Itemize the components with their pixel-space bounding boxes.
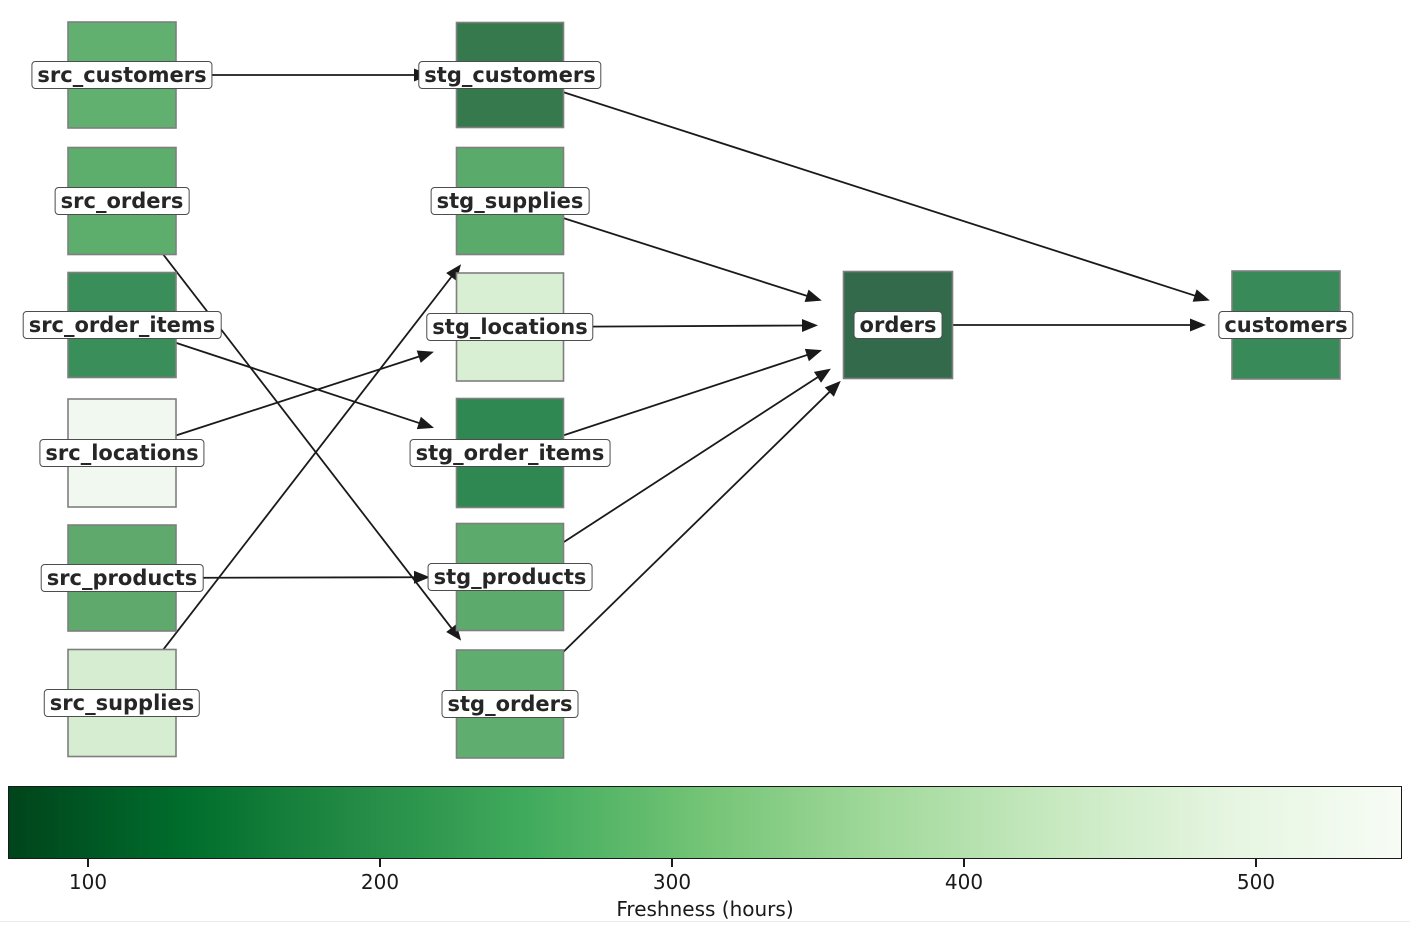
colorbar-ticklabel-200: 200 — [360, 870, 400, 894]
node-src_supplies — [67, 648, 177, 758]
node-src_locations — [67, 398, 177, 508]
node-src_products — [67, 524, 177, 632]
colorbar-axis-label: Freshness (hours) — [616, 897, 794, 921]
arrowhead-src_customers-to-stg_customers — [414, 68, 430, 82]
figure-bottom-edge — [0, 921, 1410, 922]
arrowhead-src_order_items-to-stg_order_items — [416, 416, 435, 430]
node-stg_order_items — [455, 397, 565, 509]
colorbar-ticklabel-500: 500 — [1236, 870, 1276, 894]
colorbar-tickmark-400 — [963, 859, 965, 867]
node-src_orders — [67, 146, 177, 256]
edge-src_supplies-to-stg_supplies — [121, 274, 454, 704]
colorbar-ticklabel-400: 400 — [944, 870, 984, 894]
edge-src_orders-to-stg_orders — [121, 200, 454, 631]
node-stg_supplies — [455, 146, 565, 256]
node-src_customers — [67, 21, 177, 129]
colorbar-tickmark-300 — [671, 859, 673, 867]
colorbar-ticklabel-300: 300 — [652, 870, 692, 894]
node-stg_orders — [455, 649, 565, 759]
node-customers — [1231, 270, 1341, 380]
colorbar-tickmark-100 — [87, 859, 89, 867]
arrowhead-src_products-to-stg_products — [413, 570, 431, 584]
node-src_order_items — [67, 271, 177, 379]
arrowhead-stg_locations-to-orders — [801, 318, 819, 332]
colorbar-tickmark-500 — [1255, 859, 1257, 867]
arrowhead-stg_products-to-orders — [813, 368, 831, 383]
node-stg_locations — [455, 272, 565, 382]
colorbar-ticklabel-100: 100 — [68, 870, 108, 894]
arrowhead-stg_orders-to-orders — [824, 380, 841, 397]
edge-stg_customers-to-customers — [509, 74, 1197, 298]
arrowhead-orders-to-customers — [1190, 318, 1206, 332]
node-orders — [842, 270, 954, 380]
arrowhead-stg_supplies-to-orders — [804, 289, 822, 302]
colorbar-gradient — [8, 786, 1402, 859]
arrowhead-stg_order_items-to-orders — [804, 348, 823, 362]
arrowhead-src_locations-to-stg_locations — [416, 350, 434, 363]
colorbar-tickmark-200 — [379, 859, 381, 867]
node-stg_customers — [455, 21, 565, 129]
node-stg_products — [455, 522, 565, 632]
arrowhead-stg_customers-to-customers — [1192, 289, 1210, 302]
